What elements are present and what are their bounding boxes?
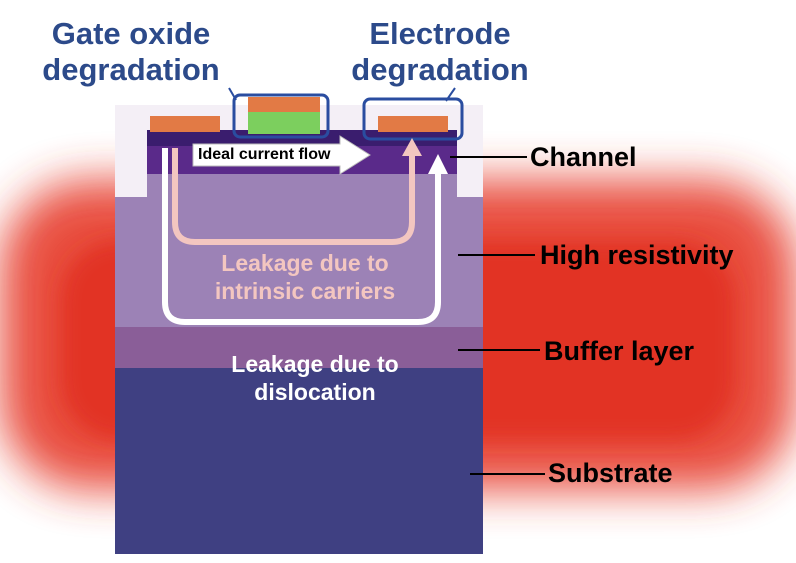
buffer-layer (115, 327, 483, 368)
substrate-layer (115, 368, 483, 554)
electrode-highlight-box (362, 97, 464, 141)
dislocation-leakage-path (162, 148, 441, 325)
substrate-label: Substrate (548, 458, 673, 488)
gate-oxide-label-line-1: Gate oxide (51, 16, 211, 51)
gate-oxide-highlight-box (232, 93, 330, 139)
electrode-callout-line (445, 87, 456, 102)
electrode-label-line-2: degradation (351, 52, 529, 87)
drain-contact (378, 116, 448, 132)
gate-oxide-degradation-label: Gate oxide degradation (36, 16, 226, 88)
dislocation-leakage-line-2: dislocation (254, 379, 376, 405)
intrinsic-leakage-line-2: intrinsic carriers (214, 278, 396, 304)
dislocation-leakage-label: Leakage due to dislocation (190, 350, 440, 406)
dislocation-leakage-line-1: Leakage due to (231, 351, 399, 377)
mesa-region (147, 172, 457, 198)
electrode-degradation-label: Electrode degradation (335, 16, 545, 88)
ideal-current-arrow (192, 135, 371, 175)
intrinsic-leakage-label: Leakage due to intrinsic carriers (180, 249, 430, 305)
gate-oxide-label-line-2: degradation (42, 52, 220, 87)
gate-oxide (248, 112, 320, 134)
ideal-current-flow-label: Ideal current flow (198, 146, 331, 163)
source-contact (150, 116, 220, 132)
intrinsic-leakage-line-1: Leakage due to (221, 250, 389, 276)
intrinsic-leakage-arrowhead (402, 138, 422, 156)
electrode-label-line-1: Electrode (369, 16, 511, 51)
gate-oxide-callout-line (228, 87, 237, 101)
intrinsic-leakage-path (172, 148, 415, 245)
buffer-layer-label: Buffer layer (544, 336, 695, 366)
dislocation-leakage-arrowhead (428, 154, 448, 174)
channel-label: Channel (530, 142, 637, 172)
gate-contact (248, 97, 320, 112)
high-resistivity-label: High resistivity (540, 240, 734, 270)
